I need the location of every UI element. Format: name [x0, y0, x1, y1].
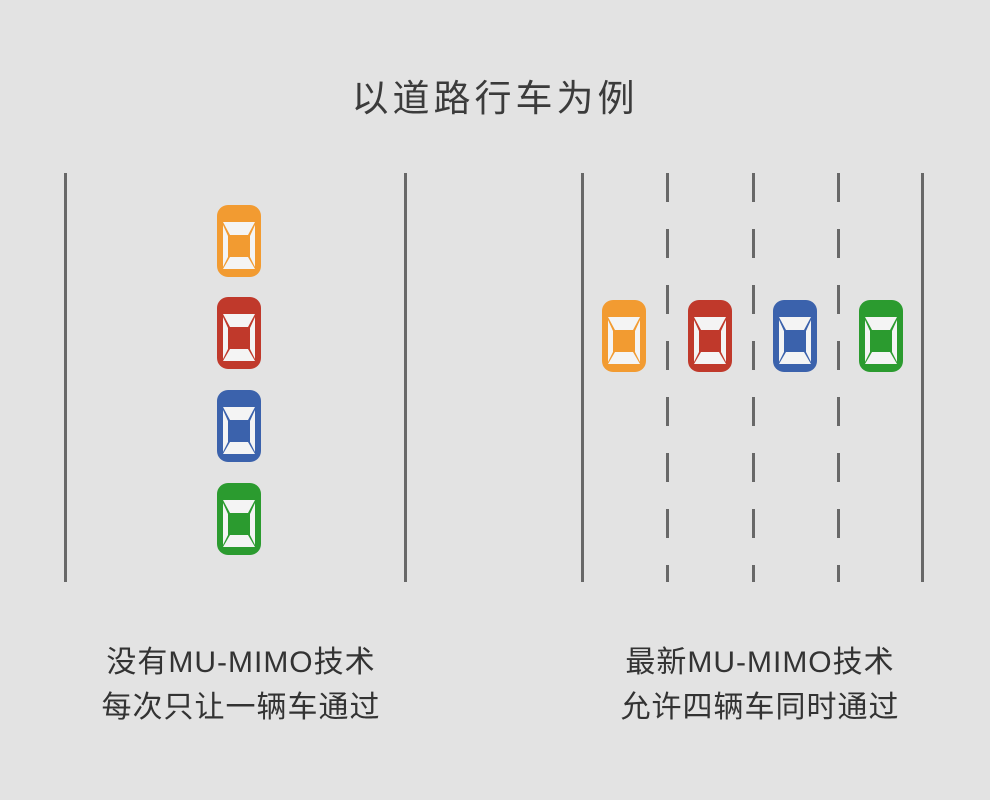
caption-line: 没有MU-MIMO技术 — [106, 646, 376, 679]
car-icon-green — [859, 300, 903, 372]
caption-line: 最新MU-MIMO技术 — [625, 646, 895, 679]
single-lane-road — [64, 173, 407, 582]
car-icon-red — [688, 300, 732, 372]
car-icon-green — [217, 483, 261, 555]
single-lane-road-lines — [64, 173, 407, 582]
car-icon-orange — [602, 300, 646, 372]
caption-without-mu-mimo: 没有MU-MIMO技术 每次只让一辆车通过 — [41, 640, 441, 730]
car-icon-blue — [217, 390, 261, 462]
caption-line: 允许四辆车同时通过 — [620, 691, 900, 724]
car-icon-orange — [217, 205, 261, 277]
car-icon-blue — [773, 300, 817, 372]
caption-line: 每次只让一辆车通过 — [101, 691, 381, 724]
car-icon-red — [217, 297, 261, 369]
caption-with-mu-mimo: 最新MU-MIMO技术 允许四辆车同时通过 — [560, 640, 960, 730]
page-title: 以道路行车为例 — [351, 78, 639, 119]
four-lane-road — [581, 173, 924, 582]
four-lane-road-lines — [581, 173, 924, 582]
